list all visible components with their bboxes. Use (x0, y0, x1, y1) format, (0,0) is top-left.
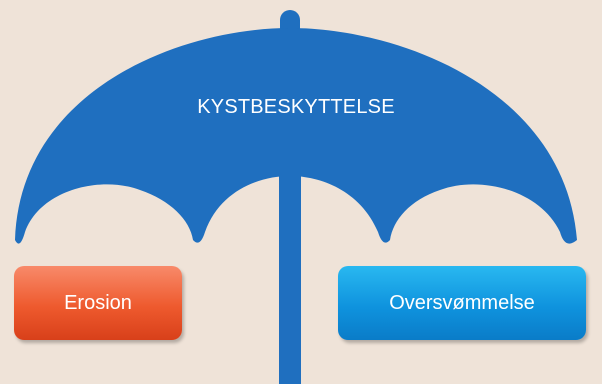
flooding-label: Oversvømmelse (389, 291, 535, 314)
umbrella-shaft (279, 160, 301, 384)
flooding-box: Oversvømmelse (338, 266, 586, 340)
umbrella-canopy (15, 28, 577, 244)
umbrella-title: KYSTBESKYTTELSE (197, 96, 395, 118)
erosion-box: Erosion (14, 266, 182, 340)
erosion-label: Erosion (64, 291, 132, 314)
